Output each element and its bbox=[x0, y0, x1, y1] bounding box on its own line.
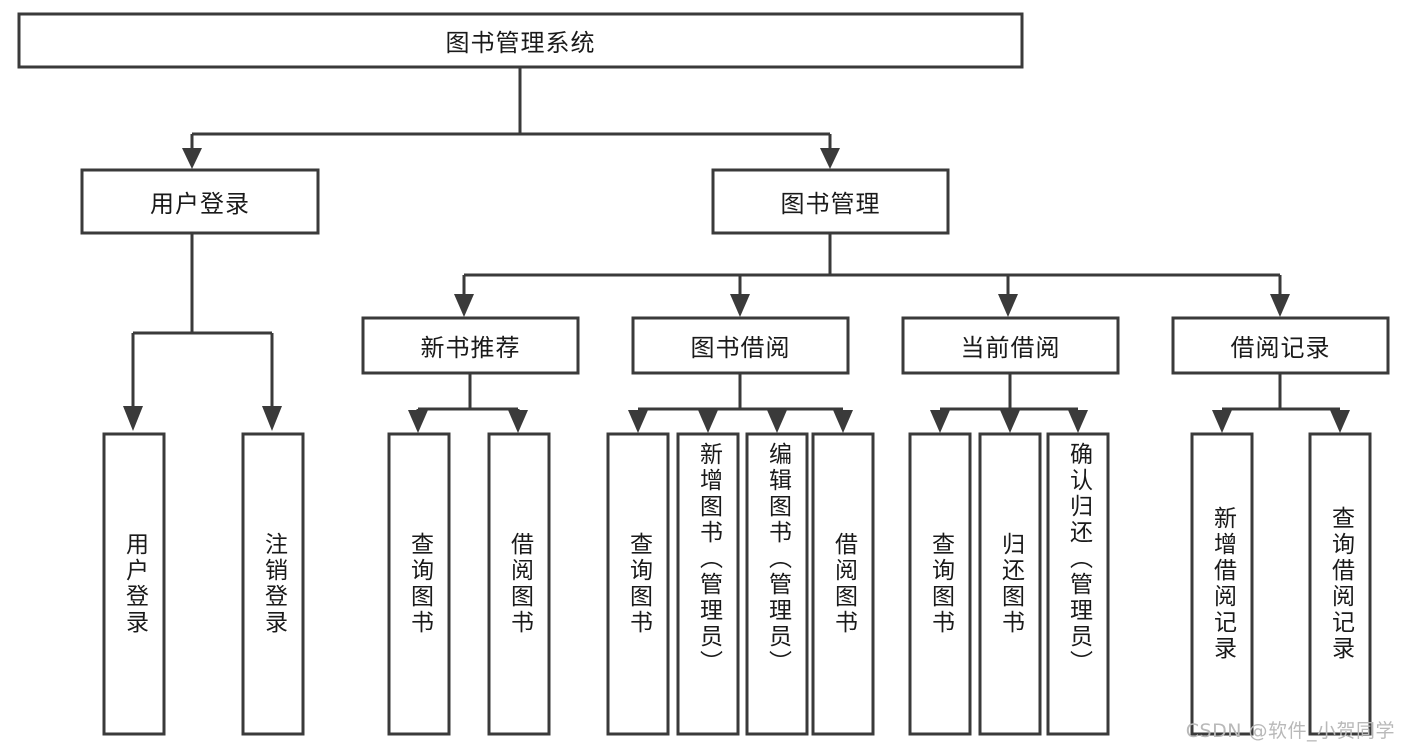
connector-group-root bbox=[182, 67, 840, 169]
node-user-login[interactable] bbox=[80, 168, 320, 235]
arrow-currentborrow-leaf-3 bbox=[1068, 410, 1088, 433]
connector-group-user-login bbox=[123, 233, 282, 431]
node-leaf-new-book-2[interactable] bbox=[487, 432, 551, 736]
arrow-newbook-leaf-2 bbox=[508, 410, 528, 433]
arrow-bm-to-current-borrow bbox=[998, 294, 1018, 317]
arrow-bm-to-book-borrow bbox=[730, 294, 750, 317]
node-leaf-user-login-1[interactable] bbox=[102, 432, 166, 736]
node-book-borrow[interactable] bbox=[631, 316, 850, 375]
arrow-bookborrow-leaf-2 bbox=[698, 410, 718, 433]
node-leaf-book-borrow-4[interactable] bbox=[811, 432, 875, 736]
node-current-borrow[interactable] bbox=[901, 316, 1120, 375]
watermark-text: CSDN @软件_小贺同学 bbox=[1185, 720, 1395, 742]
arrow-bm-to-borrow-record bbox=[1270, 294, 1290, 317]
node-leaf-new-book-1[interactable] bbox=[387, 432, 451, 736]
node-leaf-current-borrow-3[interactable] bbox=[1046, 432, 1110, 736]
arrow-root-to-book-manage bbox=[820, 148, 840, 169]
connector-group-new-book bbox=[408, 373, 528, 433]
arrow-root-to-user-login bbox=[182, 148, 202, 169]
arrow-leaf-user-login-2 bbox=[262, 406, 282, 431]
arrow-bookborrow-leaf-4 bbox=[833, 410, 853, 433]
node-leaf-current-borrow-2[interactable] bbox=[978, 432, 1042, 736]
node-leaf-book-borrow-1[interactable] bbox=[606, 432, 670, 736]
arrow-bookborrow-leaf-3 bbox=[767, 410, 787, 433]
node-book-manage[interactable] bbox=[711, 168, 950, 235]
node-leaf-current-borrow-1[interactable] bbox=[908, 432, 972, 736]
node-leaf-borrow-record-1[interactable] bbox=[1190, 432, 1254, 736]
arrow-bookborrow-leaf-1 bbox=[628, 410, 648, 433]
arrow-newbook-leaf-1 bbox=[408, 410, 428, 433]
node-leaf-book-borrow-3[interactable] bbox=[745, 432, 809, 736]
arrow-borrowrecord-leaf-2 bbox=[1330, 410, 1350, 433]
arrow-currentborrow-leaf-1 bbox=[930, 410, 950, 433]
node-leaf-book-borrow-2[interactable] bbox=[676, 432, 740, 736]
connector-group-current-borrow bbox=[930, 373, 1088, 433]
node-leaf-user-login-2[interactable] bbox=[241, 432, 305, 736]
node-leaf-borrow-record-2[interactable] bbox=[1308, 432, 1372, 736]
connector-group-borrow-record bbox=[1212, 373, 1350, 433]
node-new-book-recommend[interactable] bbox=[361, 316, 580, 375]
connector-group-book-manage bbox=[454, 233, 1290, 317]
node-borrow-record[interactable] bbox=[1171, 316, 1390, 375]
node-root[interactable] bbox=[17, 12, 1024, 69]
arrow-borrowrecord-leaf-1 bbox=[1212, 410, 1232, 433]
connector-group-book-borrow bbox=[628, 373, 853, 433]
arrow-currentborrow-leaf-2 bbox=[1000, 410, 1020, 433]
arrow-bm-to-new-book bbox=[454, 294, 474, 317]
arrow-leaf-user-login-1 bbox=[123, 406, 143, 431]
